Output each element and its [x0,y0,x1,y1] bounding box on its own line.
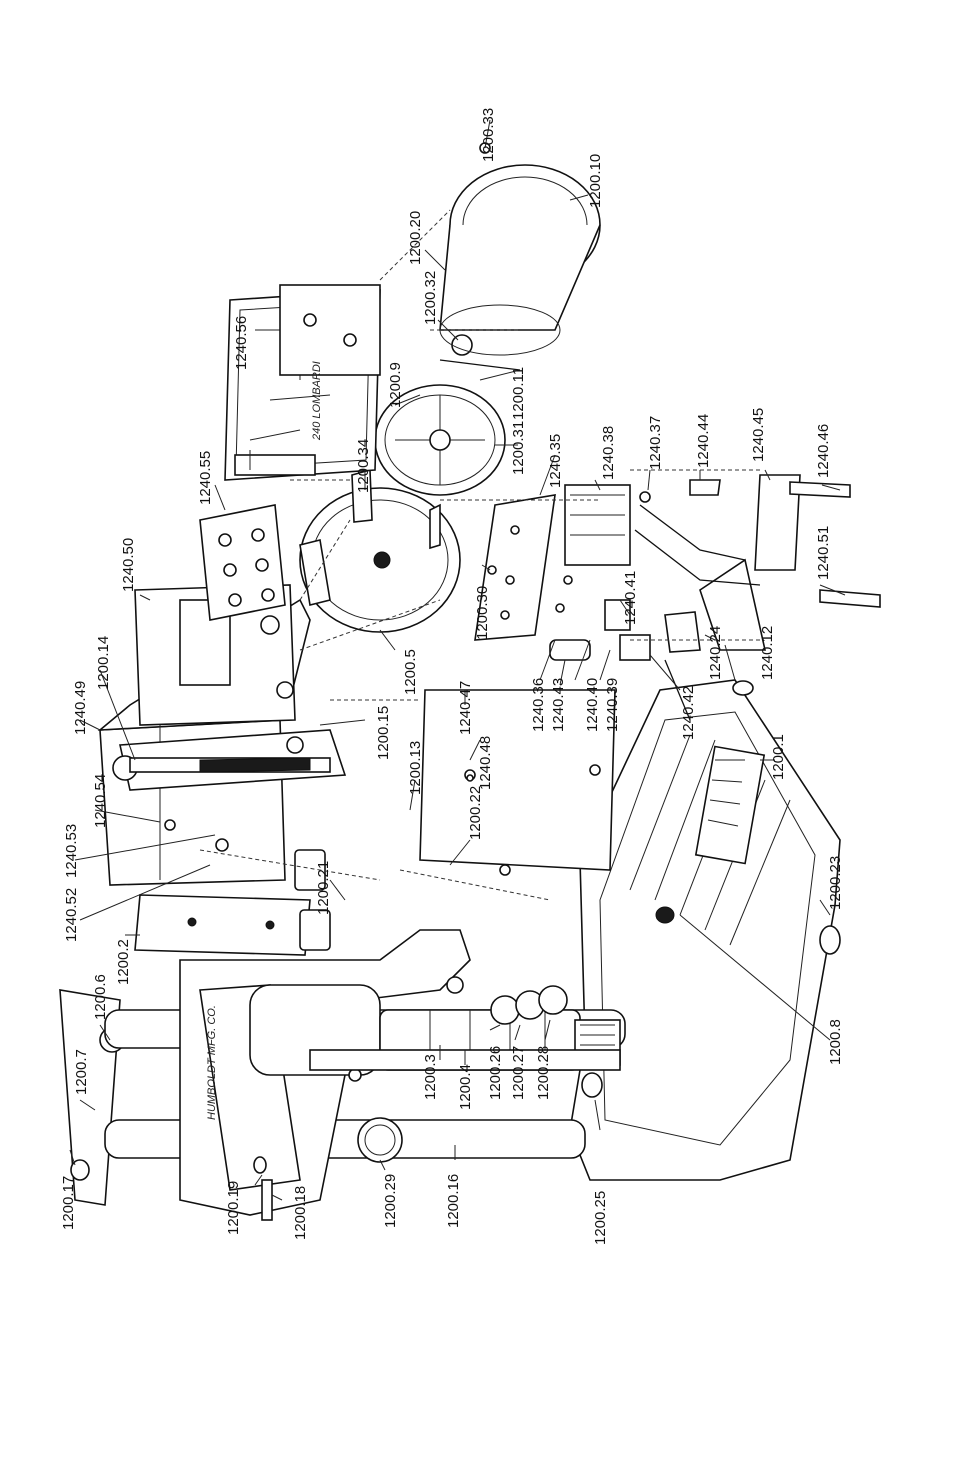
label-1240-55: 1240.55 [197,451,214,505]
label-1240-24: 1240.24 [707,626,724,680]
drum-cover [439,142,601,356]
label-1200-9: 1200.9 [387,362,404,408]
label-1200-3: 1200.3 [422,1054,439,1100]
assembly-guides [199,209,760,901]
label-1240-46: 1240.46 [815,424,832,478]
label-1200-33: 1200.33 [480,108,497,162]
label-1200-32: 1200.32 [422,271,439,325]
label-1240-48: 1240.48 [477,736,494,790]
label-1200-30: 1200.30 [474,586,491,640]
label-1200-29: 1200.29 [382,1174,399,1228]
label-1240-42: 1240.42 [680,686,697,740]
label-1200-26: 1200.26 [487,1046,504,1100]
label-1240-40: 1240.40 [584,678,601,732]
hardware-parts [466,474,881,782]
label-1240-44: 1240.44 [695,414,712,468]
label-1200-17: 1200.17 [60,1176,77,1230]
label-1240-49: 1240.49 [72,681,89,735]
dial-gauge [299,334,521,633]
rear-plate [419,689,616,876]
leader-lines [69,119,846,1201]
label-1240-50: 1240.50 [120,538,137,592]
label-1240-47: 1240.47 [457,681,474,735]
label-1200-20: 1200.20 [407,211,424,265]
label-1240-37: 1240.37 [647,416,664,470]
label-1240-12: 1240.12 [759,626,776,680]
label-1200-14: 1200.14 [95,636,112,690]
label-1240-56: 1240.56 [233,316,250,370]
label-1200-11: 1200.11 [510,367,527,420]
label-1240-35: 1240.35 [547,434,564,488]
label-1200-34: 1200.34 [355,439,372,493]
label-1240-38: 1240.38 [600,426,617,480]
label-1200-23: 1200.23 [827,856,844,910]
label-1200-8: 1200.8 [827,1019,844,1065]
mounting-plate [199,504,286,621]
label-1200-13: 1200.13 [407,741,424,795]
bracket-assembly [97,584,347,886]
callout-labels: 1200.33 1200.10 1200.20 1200.32 1200.9 1… [60,108,844,1245]
label-1200-6: 1200.6 [92,974,109,1020]
label-1200-5: 1200.5 [402,649,419,695]
label-1200-31: 1200.31 [510,421,527,475]
label-1200-1: 1200.1 [770,734,787,780]
label-1200-4: 1200.4 [457,1064,474,1110]
label-1200-10: 1200.10 [587,154,604,208]
label-1240-54: 1240.54 [92,774,109,828]
switch-bracket [474,484,631,641]
counter-module [224,284,381,481]
counter-stamp: 240 LOMBARDI [311,361,323,441]
label-1200-15: 1200.15 [375,706,392,760]
base-plate [569,679,841,1181]
label-1200-2: 1200.2 [115,939,132,985]
label-1200-27: 1200.27 [510,1046,527,1100]
label-1240-36: 1240.36 [530,678,547,732]
main-column [294,849,621,1071]
label-1200-21: 1200.21 [315,861,332,915]
label-1200-28: 1200.28 [535,1046,552,1100]
label-1200-16: 1200.16 [445,1174,462,1228]
label-1240-41: 1240.41 [622,571,639,625]
label-1200-25: 1200.25 [592,1191,609,1245]
label-1200-7: 1200.7 [73,1049,90,1095]
label-1240-39: 1240.39 [604,678,621,732]
label-1200-22: 1200.22 [467,786,484,840]
label-1200-19: 1200.19 [225,1181,242,1235]
label-1240-45: 1240.45 [750,408,767,462]
face-plate [134,894,311,956]
label-1200-18: 1200.18 [292,1186,309,1240]
maker-stamp: HUMBOLDT MFG. CO. [206,1005,218,1120]
label-1240-52: 1240.52 [63,888,80,942]
label-1240-51: 1240.51 [815,526,832,580]
label-1240-43: 1240.43 [550,678,567,732]
label-1240-53: 1240.53 [63,824,80,878]
